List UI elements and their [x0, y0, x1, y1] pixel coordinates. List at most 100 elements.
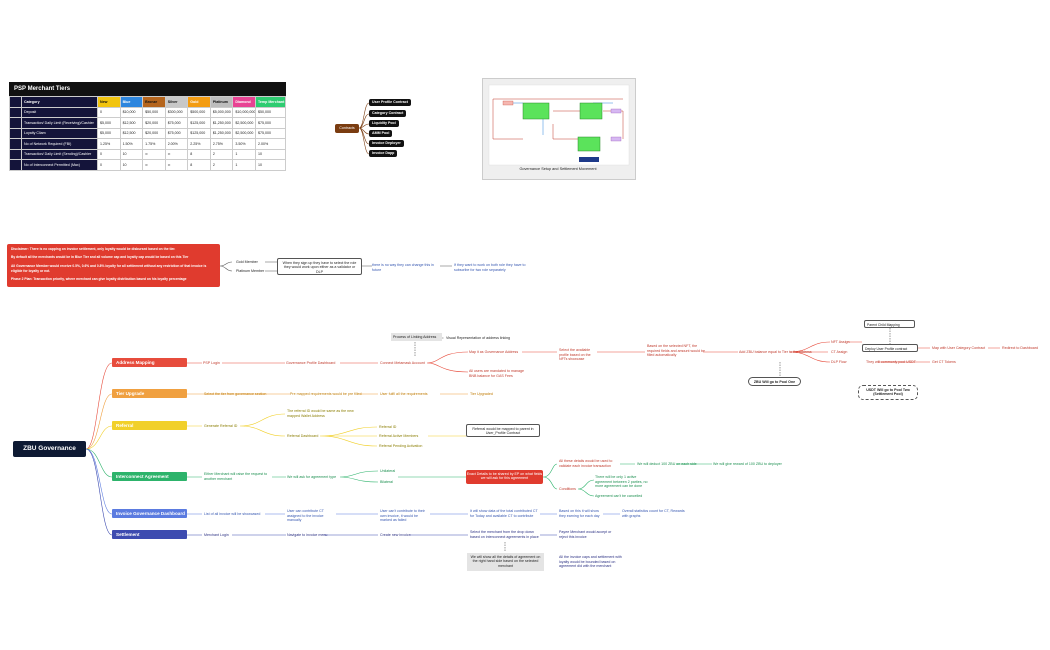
tier-cell: $12,500 — [119, 117, 144, 129]
overall-statistics-node: Overall statistics count for CT, Rewards… — [622, 509, 685, 518]
parent-child-mapping-node: Parent Child Mapping — [864, 320, 915, 328]
disclaimer-box: Disclaimer: There is no capping on invoi… — [7, 244, 220, 287]
connect-metamask-node: Connect Metamask Account — [380, 361, 425, 365]
tier-cell: 10 — [119, 159, 144, 171]
list-invoice-node: List of all invoice will be showcased — [204, 512, 261, 516]
tier-cell: 2.25% — [187, 138, 211, 150]
usdt-pool-two-node: USDT Will go to Pool Two (Settlement Poo… — [858, 385, 918, 400]
psp-login-node: PSP Login — [203, 361, 220, 365]
tier-row-marker — [9, 117, 22, 129]
contract-category: Category Contract — [369, 110, 407, 117]
deploy-user-profile-node: Deploy User Profile contract — [862, 344, 918, 352]
tier-cell: 10 — [119, 148, 144, 160]
own-invoice-node: User can't contribute to their own invoi… — [380, 509, 425, 523]
tier-cell: ∞ — [164, 159, 189, 171]
tier-cell: $75,000 — [255, 127, 286, 139]
exact-details-node: Exact Details to be shared by EP on what… — [466, 470, 543, 484]
disclaimer-line: By default all the merchants would be in… — [11, 255, 189, 260]
tier-header-cell: Category — [21, 96, 98, 108]
referral-dashboard-node: Referral Dashboard — [287, 434, 319, 438]
tier-cell: $2,500,000 — [232, 127, 256, 139]
governance-image-caption: Governance Setup and Settlement Movement — [519, 167, 597, 171]
contributed-ct-node: It will show data of the total contribut… — [470, 509, 538, 518]
tier-header-cell: Platinum — [209, 96, 234, 108]
tier-cell: 2.75% — [209, 138, 234, 150]
tier-header-cell: New — [97, 96, 121, 108]
branch-referral: Referral — [112, 421, 187, 430]
tier-cell: 0 — [97, 159, 121, 171]
referral-id-note-node: The referral ID would be same as the new… — [287, 409, 354, 418]
deduct-zbu-node: We will deduct 100 ZBU on each side — [637, 462, 697, 466]
commonly-pool-usdt-node: They will commonly pool USDT — [866, 360, 916, 364]
tier-cell: ∞ — [164, 148, 189, 160]
governance-flow-thumbnail — [488, 84, 630, 166]
generate-referral-node: Generate Referral ID — [204, 424, 238, 428]
tier-header-cell: Temp Merchant — [255, 96, 286, 108]
tier-cell: $5,000 — [97, 117, 121, 129]
tier-cell: 2.00% — [164, 138, 189, 150]
either-merchant-node: Either Merchant will raise the request t… — [204, 472, 268, 481]
branch-interconnect-agreement: Interconnect Agreement — [112, 472, 187, 481]
navigate-invoice-node: Navigate to invoice menu — [287, 533, 328, 537]
add-zbu-balance-node: Add ZBU balance equal to Tier to the add… — [739, 350, 812, 354]
tier-table-row: Transaction/ Daily Limit (Receiving)/Cas… — [9, 117, 286, 129]
select-profile-node: Select the available profile based on th… — [559, 348, 591, 362]
tier-cell: $12,500 — [119, 127, 144, 139]
contract-user-profile: User Profile Contract — [369, 99, 411, 106]
tier-cell: 1 — [232, 159, 256, 171]
merchant-login-node: Merchant Login — [204, 533, 229, 537]
tier-cell: $125,000 — [187, 117, 211, 129]
show-agreement-node: We will show all the details of agreemen… — [467, 553, 544, 571]
reward-deployer-node: We will give reward of 100 ZBU to deploy… — [713, 462, 782, 466]
payee-accept-node: Payee Merchant would accept or reject th… — [559, 530, 612, 539]
contribute-ct-node: User can contribute CT assigned to the i… — [287, 509, 324, 523]
branch-address-mapping: Address Mapping — [112, 358, 187, 367]
tier-cell: 8 — [187, 159, 211, 171]
platinum-member-label: Platinum Member — [236, 269, 265, 273]
tier-cell: $5,000,000 — [209, 106, 234, 118]
agreement-type-node: We will ask for agreement type — [287, 475, 337, 479]
contract-amm-pool: AMM Pool — [369, 130, 393, 137]
tier-table-title: PSP Merchant Tiers — [9, 82, 286, 96]
tier-header-cell: Silver — [164, 96, 189, 108]
gold-member-label: Gold Member — [236, 260, 258, 264]
tier-cell: $75,000 — [255, 117, 286, 129]
referral-pending-node: Referral Pending Activation — [379, 444, 423, 448]
visual-representation-node: Visual Representation of address linking — [446, 336, 511, 340]
bilateral-node: Bilateral — [380, 480, 393, 484]
tier-cell: 2.00% — [255, 138, 286, 150]
tier-row-label: Transaction/ Daily Limit (Sending)/Cashi… — [21, 148, 98, 160]
tier-table-row: Loyalty Cliam$5,000$12,500$20,000$75,000… — [9, 127, 286, 139]
zbu-governance-root: ZBU Governance — [13, 441, 86, 457]
get-ct-tokens-node: Get CT Tokens — [932, 360, 956, 364]
tier-cell: $1,250,000 — [209, 127, 234, 139]
contract-invoice-dapp: Invoice Dapp — [369, 150, 398, 157]
tier-header-cell: Gold — [187, 96, 211, 108]
tier-cell: 0 — [97, 106, 121, 118]
tier-cell: 2 — [209, 148, 234, 160]
select-merchant-node: Select the merchant from the drop down b… — [470, 530, 539, 539]
nft-assign-node: NFT Assign — [831, 340, 850, 344]
select-tier-node: Select the tier from governance section — [204, 392, 267, 396]
disclaimer-line: Phase 2 Plan: Transaction priority, wher… — [11, 277, 187, 282]
tier-cell: $50,000 — [255, 106, 286, 118]
tier-cell: 1 — [232, 148, 256, 160]
tier-row-marker — [9, 159, 22, 171]
conditions-node: Conditions — [559, 487, 576, 491]
contracts-node: Contracts — [335, 124, 359, 133]
tier-header-cell: Diamond — [232, 96, 256, 108]
tier-cell: 3.50% — [232, 138, 256, 150]
governance-setup-diagram-image — [482, 78, 636, 180]
dlp-flow-node: DLP Flow — [831, 360, 847, 364]
tier-header-cell: Blue — [119, 96, 144, 108]
tier-upgraded-node: Tier Upgraded — [470, 392, 493, 396]
no-change-note: there is no way they can change this in … — [372, 263, 434, 272]
invoice-caps-node: All the invoice caps and settlement with… — [559, 555, 622, 569]
both-roles-note: If they want to work on both role they h… — [454, 263, 526, 272]
branch-tier-upgrade: Tier Upgrade — [112, 389, 187, 398]
tier-row-label: Loyalty Cliam — [21, 127, 98, 139]
